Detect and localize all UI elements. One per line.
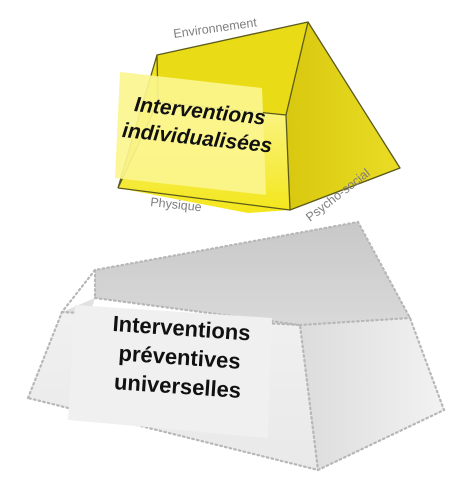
top-pyramid-right-face	[286, 22, 400, 210]
bottom-pyramid: Interventions préventives universelles	[26, 220, 446, 472]
bottom-pyramid-label-panel	[68, 305, 272, 438]
bottom-pyramid-dotted-outline	[26, 220, 446, 472]
bottom-pyramid-top-face	[95, 222, 410, 325]
top-pyramid: Interventions individualisées Environnem…	[115, 15, 401, 224]
top-pyramid-edge-right	[285, 21, 309, 116]
top-pyramid-label-panel	[115, 72, 266, 195]
bottom-pyramid-right-face	[300, 318, 444, 470]
side-label-physique: Physique	[150, 195, 203, 214]
bottom-pyramid-dotted-edge-top	[93, 296, 412, 327]
